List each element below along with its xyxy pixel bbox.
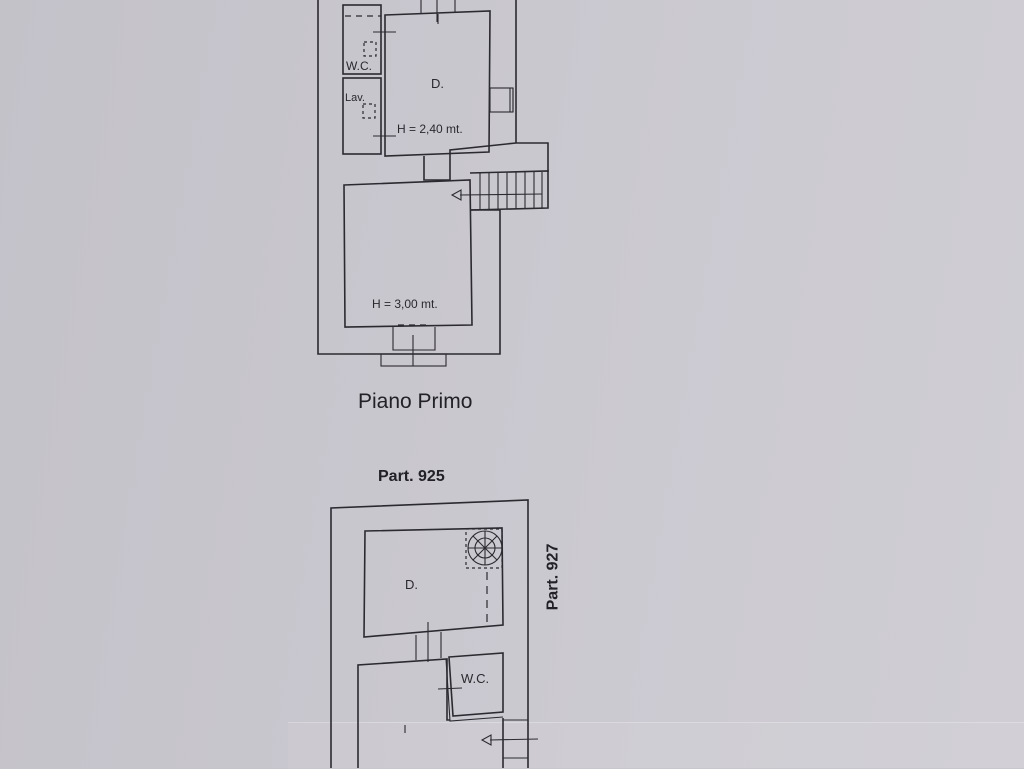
parcel-label-927: Part. 927 xyxy=(544,543,562,611)
label-deposit-upper: D. xyxy=(431,76,444,91)
stair-arrow-lower-icon xyxy=(480,734,492,746)
upper-plan xyxy=(317,0,549,367)
plan-title-piano-primo: Piano Primo xyxy=(358,390,473,413)
label-wc-lower: W.C. xyxy=(461,671,489,686)
deposit-room-lower xyxy=(363,527,504,638)
lower-stairs xyxy=(480,718,539,768)
lav-room xyxy=(342,77,382,155)
label-lav: Lav. xyxy=(345,92,365,104)
main-room xyxy=(343,179,473,328)
wc-room-lower xyxy=(448,652,504,717)
label-height-300: H = 3,00 mt. xyxy=(372,297,438,311)
stair-arrow-icon xyxy=(450,189,462,201)
upper-stairs xyxy=(450,170,549,211)
label-deposit-lower: D. xyxy=(405,577,418,592)
label-wc-upper: W.C. xyxy=(346,59,372,73)
parcel-label-925: Part. 925 xyxy=(378,468,445,485)
wc-room xyxy=(342,4,382,75)
label-height-240: H = 2,40 mt. xyxy=(397,122,463,136)
paper-fold-shadow xyxy=(288,722,1024,769)
spiral-stair-icon xyxy=(465,528,503,569)
lower-plan xyxy=(330,499,539,768)
deposit-room-upper xyxy=(384,10,491,157)
